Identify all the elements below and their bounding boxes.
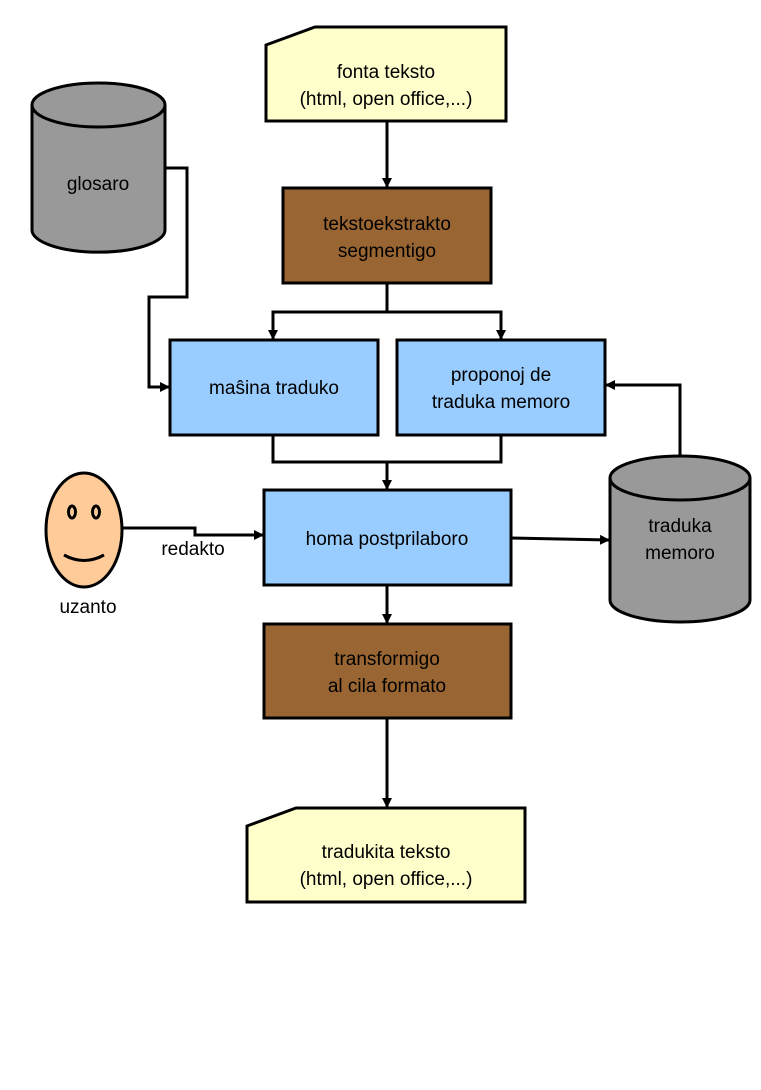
source-document: fonta teksto (html, open office,...) xyxy=(264,25,508,123)
arrow-postediting-to-tm xyxy=(510,534,610,545)
extraction-label-2: segmentigo xyxy=(338,241,436,262)
join-line xyxy=(271,435,503,464)
glossary-database-icon: glosaro xyxy=(30,81,167,254)
post-editing-label: homa postprilaboro xyxy=(306,529,469,550)
target-doc-title: tradukita teksto xyxy=(322,842,451,863)
tm-proposals-label-2: traduka memoro xyxy=(432,392,570,413)
arrow-extraction-to-tm xyxy=(387,310,506,340)
extraction-box: tekstoekstrakto segmentigo xyxy=(281,186,493,285)
source-doc-formats: (html, open office,...) xyxy=(300,89,473,110)
user-label: uzanto xyxy=(59,597,116,618)
machine-translation-box: maŝina traduko xyxy=(168,338,380,437)
extraction-label-1: tekstoekstrakto xyxy=(323,214,451,235)
arrow-tm-to-proposals xyxy=(605,380,682,455)
glossary-label: glosaro xyxy=(67,174,129,195)
transformation-label-2: al cila formato xyxy=(328,676,446,697)
translation-memory-database-icon: traduka memoro xyxy=(608,454,752,624)
target-document: tradukita teksto (html, open office,...) xyxy=(245,806,527,904)
edit-edge-label: redakto xyxy=(161,539,224,560)
tm-label-2: memoro xyxy=(645,543,715,564)
tm-proposals-label-1: proponoj de xyxy=(451,365,551,386)
mt-label: maŝina traduko xyxy=(209,378,339,399)
tm-proposals-box: proponoj de traduka memoro xyxy=(395,338,607,437)
arrow-user-to-postediting xyxy=(122,526,264,540)
source-doc-title: fonta teksto xyxy=(337,62,435,83)
post-editing-box: homa postprilaboro xyxy=(262,488,513,587)
arrow-extraction-to-mt xyxy=(268,283,389,340)
tm-label-1: traduka xyxy=(648,516,712,537)
arrow-glossary-to-mt xyxy=(147,166,189,392)
transformation-label-1: transformigo xyxy=(334,649,440,670)
user-face-icon xyxy=(44,471,124,589)
target-doc-formats: (html, open office,...) xyxy=(300,869,473,890)
transformation-box: transformigo al cila formato xyxy=(262,622,513,720)
